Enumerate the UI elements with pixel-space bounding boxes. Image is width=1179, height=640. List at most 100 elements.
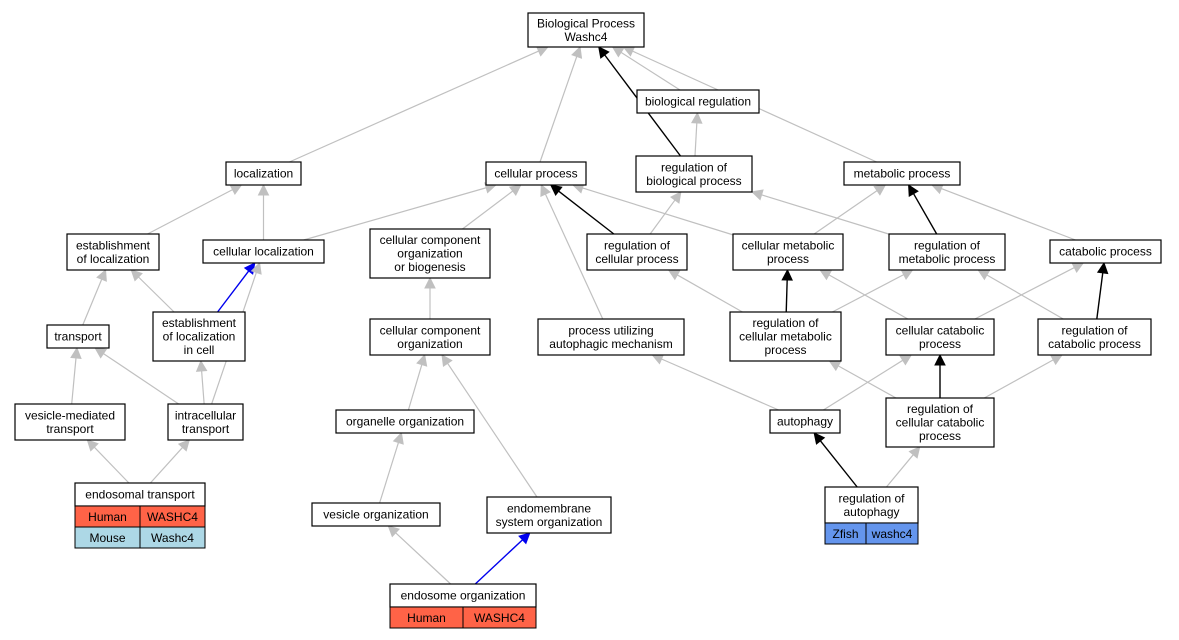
arrowhead-icon <box>1096 261 1109 275</box>
node-transport[interactable]: transport <box>46 324 110 349</box>
edge-is-a <box>977 269 1064 320</box>
node-box <box>732 233 844 271</box>
node-label: cellular process <box>595 252 678 266</box>
arrowhead-icon <box>651 353 665 365</box>
edge-line <box>761 194 890 235</box>
arrowhead-icon <box>518 532 531 545</box>
node-label: of localization <box>77 252 150 266</box>
node-label: process utilizing <box>568 323 653 337</box>
node-box <box>769 409 841 434</box>
edge-is-a <box>289 45 549 163</box>
node-label: in cell <box>184 343 215 357</box>
node-box <box>1037 318 1152 356</box>
edge-regulates <box>813 432 858 488</box>
node-metabolic-process[interactable]: metabolic process <box>843 161 961 186</box>
gene-cell <box>139 526 206 549</box>
species-label: Mouse <box>89 531 125 545</box>
node-label: intracellular <box>175 408 236 422</box>
edge-line <box>582 187 734 236</box>
gene-label: Washc4 <box>151 531 194 545</box>
node-cellular-localization[interactable]: cellular localization <box>202 239 325 264</box>
node-vesicle-org[interactable]: vesicle organization <box>311 502 441 527</box>
node-label: cellular metabolic <box>742 238 835 252</box>
edge-line <box>661 358 779 411</box>
node-label: cellular component <box>380 233 481 247</box>
node-label: regulation of <box>752 316 819 330</box>
arrowhead-icon <box>130 269 143 282</box>
node-box <box>843 161 961 186</box>
species-label: Human <box>88 510 127 524</box>
node-cellular-process[interactable]: cellular process <box>485 161 587 186</box>
edge-is-a <box>379 431 404 504</box>
edge-line <box>832 274 905 313</box>
edge-is-a <box>441 354 538 498</box>
edge-is-a <box>885 446 921 488</box>
edge-line <box>986 274 1064 320</box>
edge-is-a <box>832 269 914 313</box>
node-box <box>635 155 753 193</box>
gene-label: WASHC4 <box>474 611 525 625</box>
arrowhead-icon <box>540 183 551 197</box>
arrowhead-icon <box>977 269 991 281</box>
node-label: cellular process <box>494 167 577 181</box>
node-label: endomembrane <box>507 501 591 515</box>
edge-is-a <box>82 268 107 326</box>
node-label: organization <box>397 337 462 351</box>
arrowhead-icon <box>96 268 107 282</box>
edge-line <box>828 274 909 320</box>
arrowhead-icon <box>535 45 549 57</box>
gene-cell <box>865 522 919 545</box>
node-label: transport <box>54 330 102 344</box>
node-box <box>369 228 491 279</box>
node-label: process <box>764 343 806 357</box>
edge-line <box>558 190 615 235</box>
arrowhead-icon <box>70 346 82 359</box>
edge-is-a <box>539 45 583 163</box>
edge-line <box>974 267 1075 320</box>
gene-label: washc4 <box>871 527 913 541</box>
arrowhead-icon <box>690 111 703 124</box>
node-autophagy[interactable]: autophagy <box>769 409 841 434</box>
edge-line <box>82 279 103 326</box>
node-box <box>1049 239 1162 264</box>
node-endosomal-transport[interactable]: endosomal transport <box>74 482 206 507</box>
node-localization[interactable]: localization <box>225 161 302 186</box>
edge-layer <box>70 45 1109 585</box>
arrowhead-icon <box>781 268 793 281</box>
node-organelle-org[interactable]: organelle organization <box>335 409 475 434</box>
node-label: cellular metabolic <box>739 330 832 344</box>
node-biological-regulation[interactable]: biological regulation <box>636 89 760 114</box>
node-catabolic[interactable]: catabolic process <box>1049 239 1162 264</box>
arrowhead-icon <box>177 439 190 452</box>
node-box <box>202 239 325 264</box>
node-label: cellular component <box>380 323 481 337</box>
arrowhead-icon <box>508 184 522 196</box>
edge-line <box>813 190 878 235</box>
edge-is-a <box>257 183 270 240</box>
node-box <box>485 161 587 186</box>
node-label: catabolic process <box>1059 245 1152 259</box>
node-endosome-org[interactable]: endosome organization <box>389 583 537 608</box>
arrowhead-icon <box>908 446 921 459</box>
node-box <box>66 233 160 271</box>
arrowhead-icon <box>813 432 826 445</box>
